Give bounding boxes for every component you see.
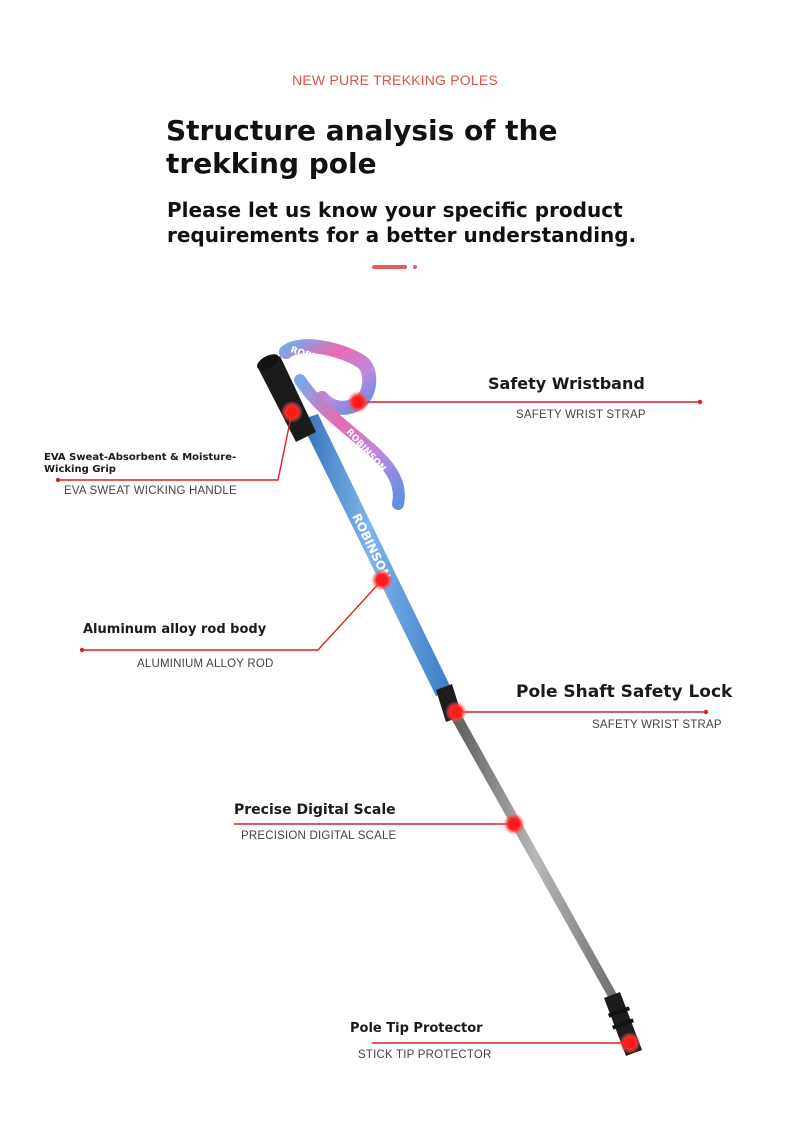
sublabel-aluminum-rod: ALUMINIUM ALLOY ROD xyxy=(137,658,274,670)
blue-shaft xyxy=(300,414,452,696)
grey-shaft xyxy=(452,716,620,1004)
divider-dash xyxy=(372,265,407,269)
page-title: Structure analysis of the trekking pole xyxy=(166,114,558,180)
sublabel-tip-protector: STICK TIP PROTECTOR xyxy=(358,1049,492,1061)
divider-dot xyxy=(413,265,417,269)
label-aluminum-rod: Aluminum alloy rod body xyxy=(83,622,267,637)
callout-line-grip xyxy=(58,411,293,481)
grip xyxy=(258,356,316,442)
sublabel-eva-grip: EVA SWEAT WICKING HANDLE xyxy=(64,485,237,497)
label-safety-wristband: Safety Wristband xyxy=(488,374,645,393)
label-safety-lock: Pole Shaft Safety Lock xyxy=(516,682,733,702)
callout-line-rod xyxy=(82,579,383,651)
label-digital-scale: Precise Digital Scale xyxy=(234,802,396,818)
page-subtitle: Please let us know your specific product… xyxy=(167,198,637,247)
header-tag: NEW PURE TREKKING POLES xyxy=(292,72,498,88)
sublabel-safety-wristband: SAFETY WRIST STRAP xyxy=(516,409,646,421)
wrist-strap-tail xyxy=(294,374,405,510)
wrist-strap xyxy=(279,339,377,415)
sublabel-digital-scale: PRECISION DIGITAL SCALE xyxy=(241,830,397,842)
label-tip-protector: Pole Tip Protector xyxy=(350,1021,483,1036)
sublabel-safety-lock: SAFETY WRIST STRAP xyxy=(592,719,722,731)
label-eva-grip: EVA Sweat-Absorbent & Moisture-Wicking G… xyxy=(44,452,237,475)
